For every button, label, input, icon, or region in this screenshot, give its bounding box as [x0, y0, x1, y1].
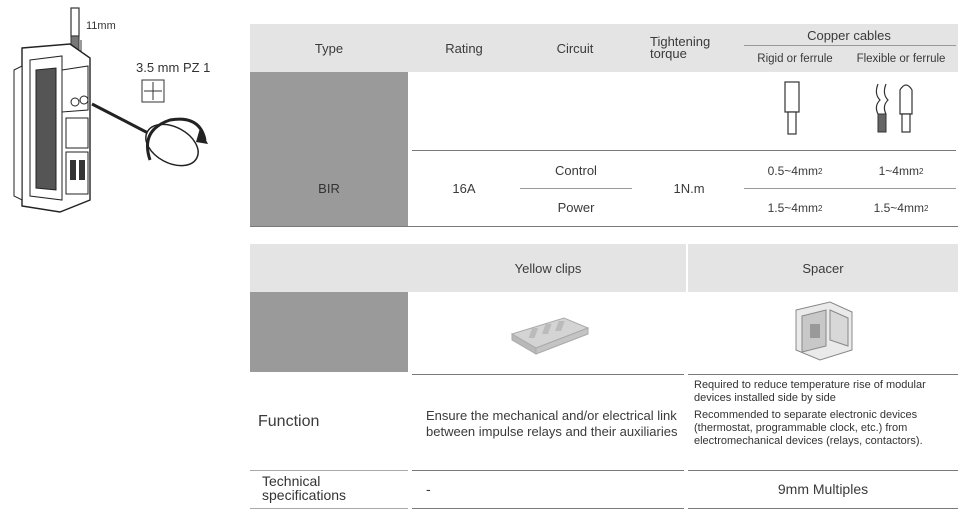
row-circuit-power: Power [557, 199, 595, 215]
flexible-ferrule-icon [875, 83, 913, 133]
tech-clips-value: - [426, 481, 431, 497]
row-circuit-control: Control [555, 162, 597, 178]
function-clips-text: Ensure the mechanical and/or electrical … [426, 408, 678, 439]
header-rating: Rating [445, 40, 483, 56]
tech-spacer-value: 9mm Multiples [777, 481, 869, 497]
unit-superscript: 2 [817, 166, 823, 176]
spacer-image [795, 301, 853, 361]
header-flexible: Flexible or ferrule [856, 53, 946, 65]
tech-spec-label: Technical specifications [262, 473, 347, 503]
rigid-power-value: 1.5~4mm [767, 201, 818, 215]
function-label: Function [258, 413, 320, 430]
rigid-control-value: 0.5~4mm [767, 164, 818, 178]
yellow-clip-image [510, 317, 590, 355]
relay-screwdriver-drawing [13, 7, 208, 213]
image-row-label-cell-2 [250, 292, 408, 372]
unit-superscript: 2 [817, 203, 823, 213]
unit-superscript: 2 [923, 203, 929, 213]
image-row-label-cell [250, 72, 408, 150]
wire-strip-length: 11mm [86, 20, 116, 32]
header-type: Type [314, 40, 344, 56]
rigid-ferrule-icon [784, 81, 800, 135]
row-rating: 16A [452, 180, 476, 196]
header-spacer: Spacer [802, 260, 844, 276]
flexible-control-value: 1~4mm [878, 164, 919, 178]
wiring-illustration: 11mm 3.5 mm PZ 1 [0, 0, 240, 230]
row-type: BIR [318, 180, 340, 196]
header-copper-cables: Copper cables [807, 27, 891, 43]
header-rigid: Rigid or ferrule [757, 53, 833, 65]
function-spacer-text-2: Recommended to separate electronic devic… [694, 409, 923, 447]
type-cell-bg [250, 150, 408, 226]
header-yellow-clips: Yellow clips [514, 260, 582, 276]
screwdriver-spec: 3.5 mm PZ 1 [136, 60, 211, 75]
header-circuit: Circuit [556, 40, 594, 56]
function-spacer-text-1: Required to reduce temperature rise of m… [694, 379, 926, 404]
unit-superscript: 2 [918, 166, 924, 176]
flexible-power-value: 1.5~4mm [873, 201, 924, 215]
row-torque: 1N.m [673, 180, 705, 196]
header-torque: Tightening torque [650, 34, 711, 61]
